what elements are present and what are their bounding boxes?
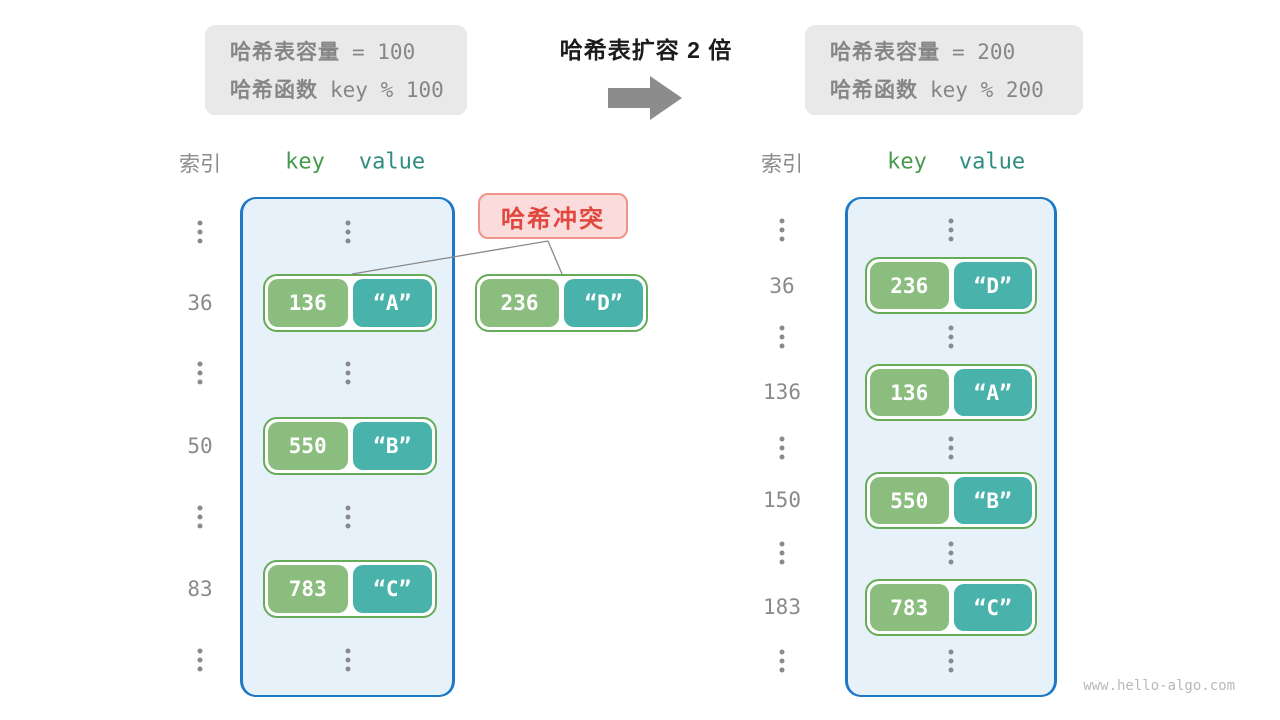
- value-cell: “C”: [352, 565, 432, 613]
- index-label: 36: [769, 274, 795, 298]
- vertical-ellipsis-icon: [197, 361, 203, 385]
- key-cell: 550: [268, 422, 348, 470]
- capacity-value: = 100: [352, 40, 416, 64]
- capacity-label: 哈希表容量: [230, 41, 340, 64]
- index-label: 50: [187, 434, 213, 458]
- hash-function-line: 哈希函数 key % 200: [830, 74, 1083, 104]
- value-cell: “B”: [953, 477, 1032, 524]
- key-cell: 236: [870, 262, 949, 309]
- key-cell: 550: [870, 477, 949, 524]
- left-value-header: value: [358, 149, 426, 175]
- hash-function-value: key % 200: [930, 78, 1044, 102]
- key-value-pair: 783 “C”: [263, 560, 437, 618]
- vertical-ellipsis-icon: [779, 325, 785, 349]
- value-cell: “D”: [564, 279, 643, 327]
- watermark: www.hello-algo.com: [1083, 678, 1235, 694]
- vertical-ellipsis-icon: [948, 436, 954, 460]
- vertical-ellipsis-icon: [345, 220, 351, 244]
- index-label: 136: [763, 380, 801, 404]
- hash-function-line: 哈希函数 key % 100: [230, 74, 467, 104]
- vertical-ellipsis-icon: [779, 436, 785, 460]
- vertical-ellipsis-icon: [948, 541, 954, 565]
- index-label: 183: [763, 595, 801, 619]
- value-cell: “A”: [953, 369, 1032, 416]
- vertical-ellipsis-icon: [948, 218, 954, 242]
- hash-function-value: key % 100: [330, 78, 444, 102]
- key-cell: 783: [268, 565, 348, 613]
- capacity-line: 哈希表容量 = 100: [230, 36, 467, 66]
- vertical-ellipsis-icon: [948, 325, 954, 349]
- right-value-header: value: [958, 149, 1026, 175]
- value-cell: “B”: [352, 422, 432, 470]
- capacity-label: 哈希表容量: [830, 41, 940, 64]
- index-label: 36: [187, 291, 213, 315]
- left-index-header: 索引: [179, 153, 221, 176]
- hash-collision-badge: 哈希冲突: [478, 193, 628, 239]
- capacity-line: 哈希表容量 = 200: [830, 36, 1083, 66]
- key-value-pair: 136 “A”: [263, 274, 437, 332]
- capacity-value: = 200: [952, 40, 1016, 64]
- index-label: 83: [187, 577, 213, 601]
- key-value-pair: 136 “A”: [865, 364, 1037, 421]
- vertical-ellipsis-icon: [779, 218, 785, 242]
- key-value-pair: 236 “D”: [865, 257, 1037, 314]
- hash-function-label: 哈希函数: [230, 79, 318, 102]
- left-capacity-box: 哈希表容量 = 100 哈希函数 key % 100: [205, 25, 467, 115]
- colliding-key-value-pair: 236 “D”: [475, 274, 648, 332]
- value-cell: “A”: [352, 279, 432, 327]
- vertical-ellipsis-icon: [779, 541, 785, 565]
- vertical-ellipsis-icon: [779, 649, 785, 673]
- key-value-pair: 550 “B”: [263, 417, 437, 475]
- key-cell: 136: [870, 369, 949, 416]
- expand-arrow-icon: [608, 76, 682, 120]
- right-index-header: 索引: [761, 153, 803, 176]
- key-cell: 783: [870, 584, 949, 631]
- key-cell: 236: [480, 279, 559, 327]
- index-label: 150: [763, 488, 801, 512]
- vertical-ellipsis-icon: [345, 361, 351, 385]
- vertical-ellipsis-icon: [948, 649, 954, 673]
- key-value-pair: 550 “B”: [865, 472, 1037, 529]
- vertical-ellipsis-icon: [345, 648, 351, 672]
- vertical-ellipsis-icon: [197, 220, 203, 244]
- value-cell: “D”: [953, 262, 1032, 309]
- vertical-ellipsis-icon: [197, 505, 203, 529]
- key-cell: 136: [268, 279, 348, 327]
- vertical-ellipsis-icon: [345, 505, 351, 529]
- right-capacity-box: 哈希表容量 = 200 哈希函数 key % 200: [805, 25, 1083, 115]
- value-cell: “C”: [953, 584, 1032, 631]
- right-key-header: key: [887, 149, 927, 175]
- diagram-title: 哈希表扩容 2 倍: [559, 37, 733, 63]
- vertical-ellipsis-icon: [197, 648, 203, 672]
- left-key-header: key: [285, 149, 325, 175]
- hash-function-label: 哈希函数: [830, 79, 918, 102]
- key-value-pair: 783 “C”: [865, 579, 1037, 636]
